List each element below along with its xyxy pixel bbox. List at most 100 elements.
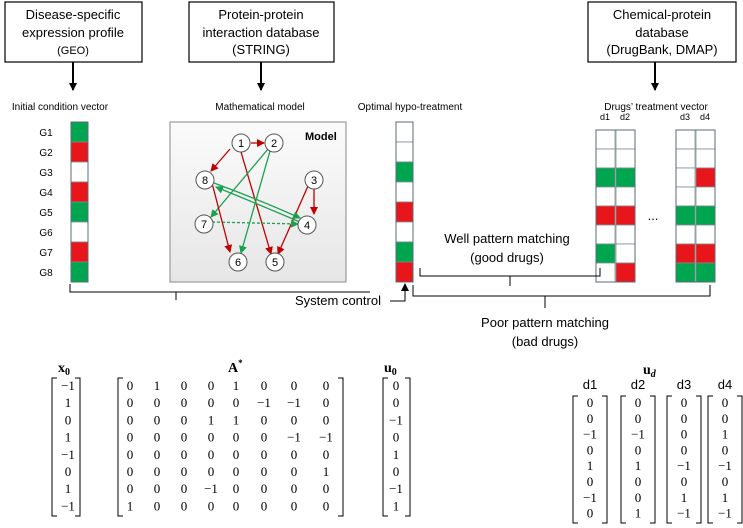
gene-label-G6: G6 — [39, 228, 53, 239]
string-line1: Protein-protein — [218, 7, 303, 22]
drug-d2-cell-6 — [615, 224, 636, 245]
A-cell-4-8: −1 — [319, 430, 333, 445]
A-cell-2-3: 0 — [181, 395, 188, 410]
ud-d4-cell-3: 1 — [722, 427, 729, 442]
drug-d2-cell-4 — [615, 186, 636, 207]
geo-line2: expression profile — [22, 25, 124, 40]
node-7 — [194, 214, 214, 234]
node-label-4: 4 — [304, 220, 310, 232]
drug-d2-cell-5 — [615, 205, 636, 226]
node-6 — [228, 252, 248, 272]
A-cell-2-8: 0 — [323, 395, 330, 410]
drug-d1-cell-2 — [595, 148, 616, 169]
ud-d2-cell-4: 0 — [635, 442, 642, 457]
A-cell-7-6: 0 — [261, 481, 268, 496]
u0-cell-7: −1 — [389, 481, 403, 496]
A-cell-7-2: 0 — [154, 481, 161, 496]
drug-d3-cell-3 — [675, 167, 696, 188]
u0-title: u0 — [384, 361, 397, 378]
A-cell-2-6: −1 — [257, 395, 271, 410]
ud-d3-cell-4: 0 — [681, 442, 688, 457]
A-cell-3-2: 0 — [154, 412, 161, 427]
poor-pattern-line2: (bad drugs) — [512, 334, 578, 349]
A-cell-1-3: 0 — [181, 378, 188, 393]
drug-d3-cell-1 — [675, 129, 696, 150]
A-cell-2-7: −1 — [287, 395, 301, 410]
ud-d2-cell-5: 1 — [635, 458, 642, 473]
ud-d3-cell-7: 1 — [681, 490, 688, 505]
gene-label-G8: G8 — [39, 268, 53, 279]
A-cell-1-8: 0 — [323, 378, 330, 393]
ud-d3-left-bracket — [666, 395, 672, 524]
A-cell-6-6: 0 — [261, 464, 268, 479]
A-cell-1-5: 1 — [233, 378, 240, 393]
ud-d3-cell-8: −1 — [677, 506, 691, 521]
ud-d3-cell-6: 0 — [681, 474, 688, 489]
edge-1-8 — [210, 148, 231, 172]
drug-d4-cell-6 — [695, 224, 716, 245]
drug-d1-cell-3 — [595, 167, 616, 188]
ellipsis: ... — [648, 208, 659, 223]
initial-cell-7 — [70, 241, 89, 263]
A-cell-6-2: 0 — [154, 464, 161, 479]
drug-d1-cell-8 — [595, 262, 616, 283]
drugs-vector-label: Drugs’ treatment vector — [604, 102, 708, 113]
optimal-outline — [395, 121, 414, 283]
node-5 — [265, 252, 285, 272]
node-label-1: 1 — [238, 138, 244, 150]
drug-d2-cell-1 — [615, 129, 636, 150]
ud-d1-cell-4: 0 — [587, 442, 594, 457]
drug-d1-cell-1 — [595, 129, 616, 150]
drug-d3-cell-7 — [675, 243, 696, 264]
A-cell-7-8: 0 — [323, 481, 330, 496]
A-cell-6-7: 0 — [291, 464, 298, 479]
geo-line1: Disease-specific — [26, 7, 121, 22]
ud-col-label-d4: d4 — [718, 377, 732, 392]
x0-title: x0 — [58, 361, 70, 378]
A-cell-7-4: −1 — [204, 481, 218, 496]
A-cell-3-3: 0 — [181, 412, 188, 427]
ud-d4-cell-4: 0 — [722, 442, 729, 457]
A-cell-7-3: 0 — [181, 481, 188, 496]
drug-d4-cell-8 — [695, 262, 716, 283]
optimal-cell-8 — [395, 261, 414, 283]
A-cell-4-6: 0 — [261, 430, 268, 445]
u0-cell-8: 1 — [393, 498, 400, 513]
optimal-cell-3 — [395, 161, 414, 183]
ud-d1-cell-7: −1 — [583, 490, 597, 505]
gene-label-G1: G1 — [39, 128, 53, 139]
gene-label-G7: G7 — [39, 248, 53, 259]
x0-cell-3: 0 — [65, 412, 72, 427]
ud-d2-cell-3: −1 — [631, 427, 645, 442]
A-cell-4-3: 0 — [181, 430, 188, 445]
drug-d3-cell-5 — [675, 205, 696, 226]
ud-d3-cell-5: −1 — [677, 458, 691, 473]
edge-7-4 — [211, 219, 299, 228]
poor-pattern-bracket — [412, 285, 711, 308]
edge-4-8 — [215, 185, 301, 223]
drug-d4-cell-5 — [695, 205, 716, 226]
drugbank-line3: (DrugBank, DMAP) — [606, 42, 717, 57]
model-title: Model — [305, 131, 337, 143]
drug-d2-cell-3 — [615, 167, 636, 188]
ud-title: ud — [643, 363, 657, 380]
A-cell-8-6: 0 — [261, 498, 268, 513]
drug-d3-cell-6 — [675, 224, 696, 245]
ud-d2-cell-6: 0 — [635, 474, 642, 489]
ud-d1-cell-2: 0 — [587, 411, 594, 426]
optimal-hypo-treatment-vector — [395, 121, 414, 283]
A-cell-1-6: 0 — [261, 378, 268, 393]
ud-d2-right-bracket — [650, 395, 656, 524]
ud-d4-cell-8: −1 — [718, 506, 732, 521]
A-cell-5-2: 0 — [154, 447, 161, 462]
A-cell-3-8: 0 — [323, 412, 330, 427]
A-cell-7-5: 0 — [233, 481, 240, 496]
gene-label-G5: G5 — [39, 208, 53, 219]
ud-d1-right-bracket — [602, 395, 608, 524]
A-cell-3-5: 1 — [233, 412, 240, 427]
A-cell-4-7: −1 — [287, 430, 301, 445]
x0-left-bracket — [51, 377, 57, 517]
drug-label-d3: d3 — [680, 112, 690, 122]
ud-d3-cell-2: 0 — [681, 411, 688, 426]
